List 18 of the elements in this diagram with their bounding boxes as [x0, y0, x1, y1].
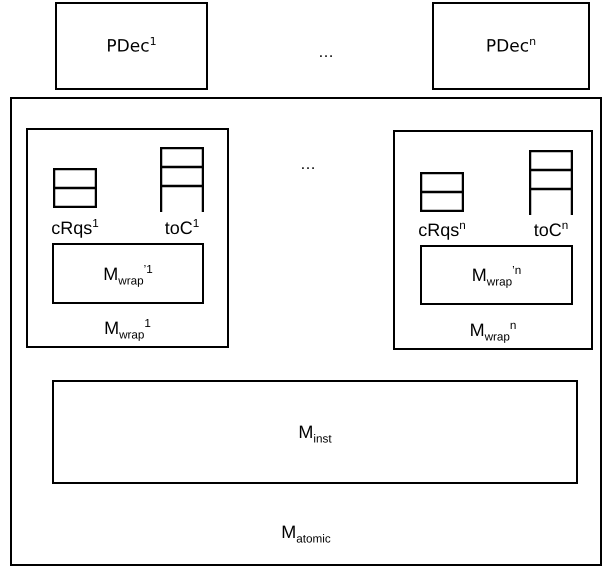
ellipsis-text: … — [300, 156, 316, 174]
module-box — [52, 380, 578, 484]
queue-label: toC$^{1}$ — [164, 218, 200, 238]
queue-label: cRqs$^{1}$ — [51, 218, 99, 238]
queue-label: cRqs$^{n}$ — [418, 220, 466, 240]
process-box — [432, 2, 590, 90]
module-box — [52, 243, 204, 304]
ellipsis-text: … — [318, 44, 334, 62]
module-label: PDec$^{n}$ — [486, 36, 536, 56]
module-label: PDec$^{1}$ — [106, 36, 157, 56]
module-box — [26, 128, 229, 348]
module-label: M$_{atomic}$ — [281, 522, 331, 542]
module-box — [393, 130, 593, 350]
module-box — [420, 245, 573, 305]
module-label: M$_{inst}$ — [298, 422, 332, 442]
queue-label: toC$^{n}$ — [534, 220, 568, 240]
process-box — [10, 97, 602, 566]
process-box — [55, 2, 208, 90]
